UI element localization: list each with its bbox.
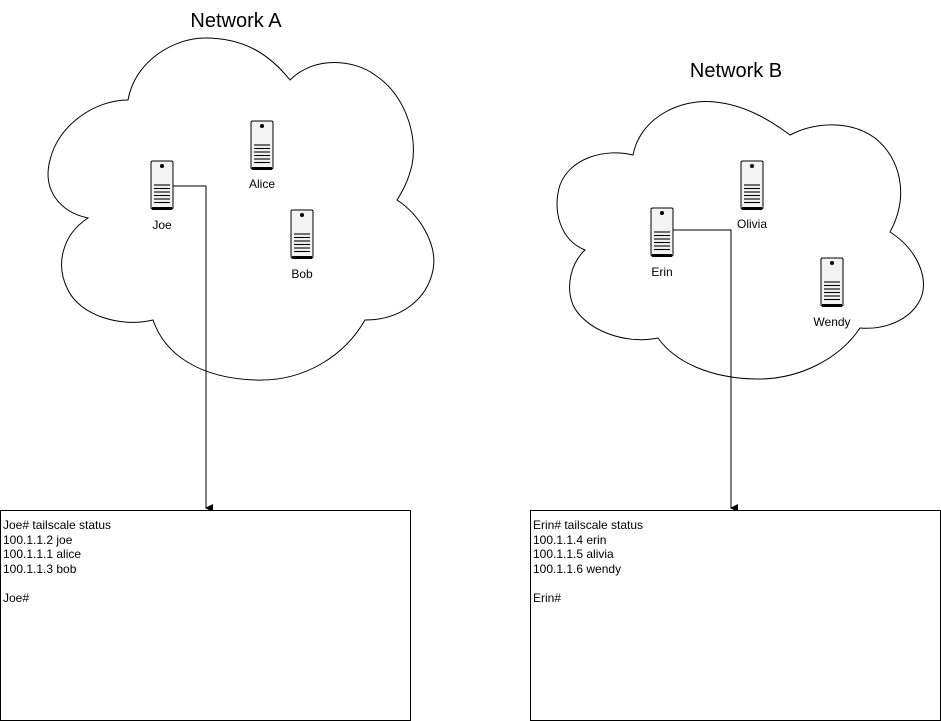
server-icon — [150, 160, 174, 211]
terminal-erin: Erin# tailscale status 100.1.1.4 erin 10… — [530, 510, 941, 721]
terminal-line: Joe# tailscale status — [3, 518, 112, 532]
server-erin: Erin — [650, 207, 674, 279]
network-b: Network B Erin Olivia Wendy — [556, 60, 924, 512]
connector-erin-to-terminal — [673, 229, 738, 512]
node-label-wendy: Wendy — [813, 315, 850, 329]
network-b-title: Network B — [690, 60, 782, 82]
server-icon — [650, 207, 674, 258]
terminal-line: 100.1.1.2 joe — [3, 532, 73, 547]
terminal-line: 100.1.1.4 erin — [533, 532, 607, 547]
node-label-bob: Bob — [291, 267, 313, 281]
terminal-line: 100.1.1.1 alice — [3, 547, 82, 561]
connector-joe-to-terminal — [173, 185, 213, 512]
server-icon — [290, 209, 314, 260]
terminal-line: 100.1.1.6 wendy — [533, 561, 622, 576]
node-label-erin: Erin — [651, 265, 672, 279]
terminal-line: 100.1.1.5 alivia — [533, 547, 614, 561]
terminal-line: Erin# tailscale status — [533, 518, 644, 532]
network-b-cloud — [556, 100, 924, 380]
server-alice: Alice — [249, 120, 275, 191]
server-icon — [820, 257, 844, 308]
terminal-line — [3, 576, 410, 591]
terminal-joe: Joe# tailscale status 100.1.1.2 joe 100.… — [0, 510, 411, 721]
network-a-title: Network A — [190, 10, 282, 32]
terminal-line: 100.1.1.3 bob — [3, 561, 77, 576]
server-icon — [740, 160, 764, 211]
node-label-olivia: Olivia — [737, 217, 767, 231]
terminal-prompt: Joe# — [3, 590, 30, 605]
node-label-alice: Alice — [249, 177, 275, 191]
terminal-line — [533, 576, 940, 591]
server-icon — [250, 120, 274, 171]
terminal-prompt: Erin# — [533, 590, 562, 605]
server-olivia: Olivia — [737, 160, 767, 231]
network-a-cloud — [47, 37, 435, 381]
network-a: Network A Joe Alice Bob — [47, 10, 435, 512]
server-joe: Joe — [150, 160, 174, 232]
server-wendy: Wendy — [813, 257, 851, 329]
node-label-joe: Joe — [152, 218, 172, 232]
server-bob: Bob — [290, 209, 314, 281]
